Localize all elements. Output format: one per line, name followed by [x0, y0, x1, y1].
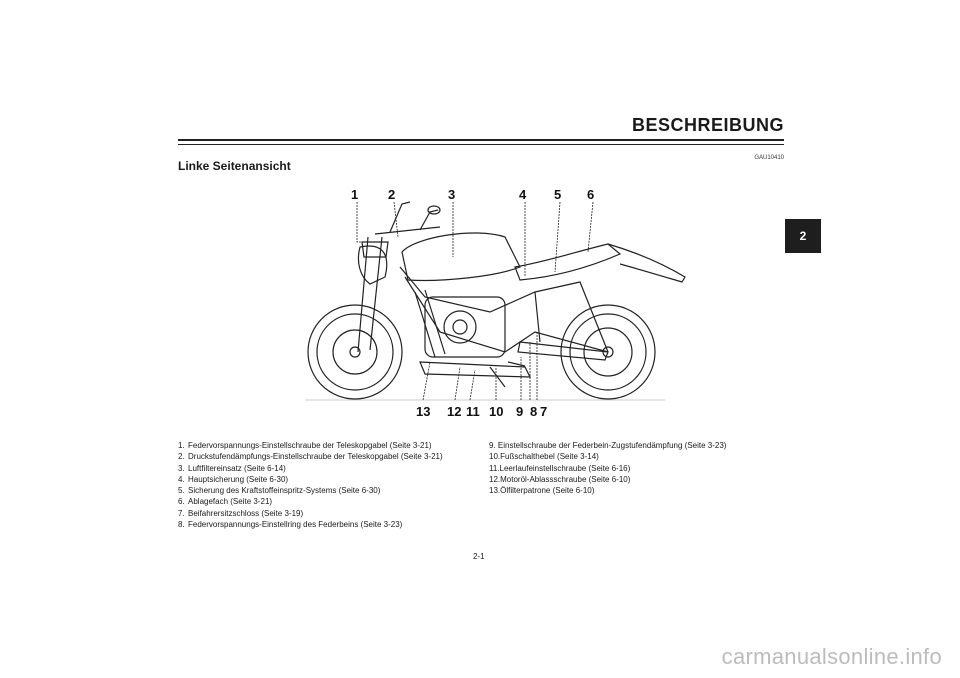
parts-list-left: 1.Federvorspannungs-Einstellschraube der…	[178, 440, 468, 530]
seat	[514, 243, 622, 281]
list-item: 4.Hauptsicherung (Seite 6-30)	[178, 474, 289, 484]
header-rule-thick	[178, 139, 784, 141]
callout-6: 6	[587, 187, 594, 202]
callout-13: 13	[416, 404, 430, 419]
callout-1: 1	[351, 187, 358, 202]
chapter-tab[interactable]: 2	[785, 219, 821, 253]
page-header-title: BESCHREIBUNG	[631, 115, 784, 135]
callout-10: 10	[489, 404, 503, 419]
callout-8: 8	[530, 404, 537, 419]
list-item: 6.Ablagefach (Seite 3-21)	[178, 497, 273, 507]
list-item: 2.Druckstufendämpfungs-Einstellschraube …	[178, 452, 443, 462]
callout-12: 12	[447, 404, 461, 419]
callout-9: 9	[516, 404, 523, 419]
reference-code: GAU10410	[754, 155, 784, 161]
list-item: 1.Federvorspannungs-Einstellschraube der…	[178, 441, 432, 450]
motorcycle-illustration: 1 2 3 4 5 6 13 12 11 10 9 8 7	[305, 187, 686, 419]
callout-3: 3	[448, 187, 455, 202]
list-item: 9. Einstellschraube der Federbein-Zugstu…	[489, 441, 727, 450]
fuel-tank	[401, 232, 521, 282]
callout-4: 4	[519, 187, 527, 202]
engine	[424, 296, 506, 358]
list-item: 8.Federvorspannungs-Einstellring des Fed…	[178, 520, 403, 530]
list-item: 7.Beifahrersitzschloss (Seite 3-19)	[178, 508, 304, 518]
page-number: 2-1	[473, 552, 485, 561]
header-rule-thin	[178, 144, 784, 145]
list-item: 11.Leerlaufeinstellschraube (Seite 6-16)	[489, 463, 631, 473]
front-wheel	[307, 304, 403, 400]
list-item: 13.Ölfilterpatrone (Seite 6-10)	[489, 486, 595, 496]
callout-2: 2	[388, 187, 395, 202]
callout-5: 5	[554, 187, 561, 202]
watermark: carmanualsonline.info	[721, 644, 942, 669]
callout-7: 7	[540, 404, 547, 419]
parts-list-right: 9. Einstellschraube der Federbein-Zugstu…	[489, 440, 789, 496]
list-item: 3.Luftfiltereinsatz (Seite 6-14)	[178, 463, 286, 473]
section-title: Linke Seitenansicht	[178, 159, 291, 173]
rear-wheel	[560, 304, 656, 400]
list-item: 5.Sicherung des Kraftstoffeinspritz-Syst…	[178, 486, 381, 496]
callout-11: 11	[466, 404, 480, 419]
list-item: 12.Motoröl-Ablassschraube (Seite 6-10)	[489, 474, 631, 484]
list-item: 10.Fußschalthebel (Seite 3-14)	[489, 452, 599, 462]
